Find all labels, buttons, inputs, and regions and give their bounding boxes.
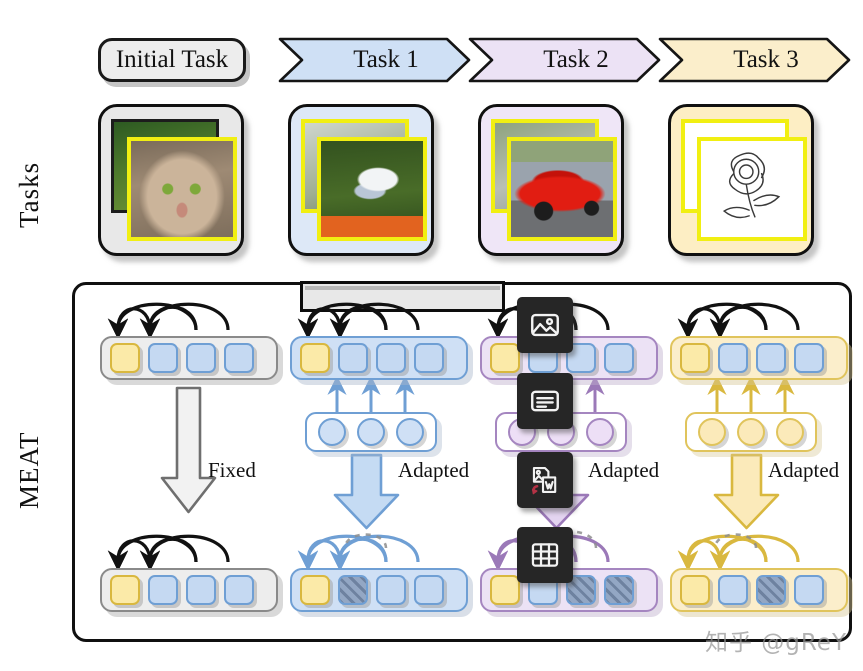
token-blue	[414, 343, 444, 373]
token-blue	[148, 343, 178, 373]
adapter-bar-task1	[305, 412, 437, 452]
token-blue	[566, 343, 596, 373]
token-blue	[718, 343, 748, 373]
token-yellow	[490, 575, 520, 605]
token-yellow	[680, 575, 710, 605]
transformer-bar-top-task1	[290, 336, 468, 380]
text-document-icon-tile[interactable]	[517, 373, 573, 429]
image-to-document-convert-icon	[531, 467, 557, 495]
watermark: 知乎 @gReY	[704, 630, 847, 656]
task-header-task-3[interactable]: Task 3	[660, 38, 850, 82]
red-sports-car-photo	[507, 137, 617, 241]
task-header-label: Task 1	[353, 46, 419, 73]
token-blue	[224, 575, 254, 605]
adapter-circle	[775, 418, 804, 446]
task-card-task-3[interactable]	[668, 104, 814, 256]
token-yellow	[110, 575, 140, 605]
token-blue	[376, 575, 406, 605]
seagull-photo	[317, 137, 427, 241]
row-label-tasks: Tasks	[14, 161, 44, 229]
task-card-task-2[interactable]	[478, 104, 624, 256]
transformer-bar-bottom-task2	[480, 568, 658, 612]
token-yellow	[300, 575, 330, 605]
transformer-bar-bottom-initial	[100, 568, 278, 612]
redacted-label-bar	[300, 281, 505, 312]
transition-label-fixed: Fixed	[208, 458, 256, 482]
task-header-task-2[interactable]: Task 2	[470, 38, 660, 82]
task-header-label: Task 2	[543, 46, 609, 73]
transition-label-task3: Adapted	[768, 458, 840, 482]
token-yellow	[680, 343, 710, 373]
token-blue	[756, 343, 786, 373]
token-blue	[376, 343, 406, 373]
transformer-bar-bottom-task3	[670, 568, 848, 612]
token-blue	[794, 343, 824, 373]
table-grid-icon-tile[interactable]	[517, 527, 573, 583]
token-blue	[148, 575, 178, 605]
token-blue	[186, 575, 216, 605]
adapter-circle	[585, 418, 614, 446]
token-blue	[718, 575, 748, 605]
text-document-icon	[531, 390, 559, 412]
task-header-initial-task[interactable]: Initial Task	[98, 38, 246, 82]
transition-label-task2: Adapted	[588, 458, 660, 482]
token-blue	[604, 343, 634, 373]
adapter-circle	[356, 418, 385, 446]
token-blue	[338, 343, 368, 373]
transformer-bar-top-task3	[670, 336, 848, 380]
adapter-circle	[736, 418, 765, 446]
token-yellow	[110, 343, 140, 373]
token-blue	[186, 343, 216, 373]
task-header-task-1[interactable]: Task 1	[280, 38, 470, 82]
transition-label-task1: Adapted	[398, 458, 470, 482]
task-header-label: Task 3	[733, 46, 799, 73]
token-yellow	[490, 343, 520, 373]
task-card-initial[interactable]	[98, 104, 244, 256]
adapter-bar-task3	[685, 412, 817, 452]
token-hatched	[756, 575, 786, 605]
image-to-document-convert-icon-tile[interactable]	[517, 452, 573, 508]
token-blue	[794, 575, 824, 605]
cat-photo	[127, 137, 237, 241]
table-grid-icon	[531, 543, 559, 567]
image-icon	[531, 313, 559, 337]
token-blue	[414, 575, 444, 605]
task-card-task-1[interactable]	[288, 104, 434, 256]
row-label-meat: MEAT	[14, 431, 44, 509]
token-yellow	[300, 343, 330, 373]
transformer-bar-bottom-task1	[290, 568, 468, 612]
adapter-circle	[395, 418, 424, 446]
rose-line-drawing-sketch	[697, 137, 807, 241]
token-hatched	[338, 575, 368, 605]
image-icon-tile[interactable]	[517, 297, 573, 353]
token-blue	[224, 343, 254, 373]
task-header-label: Initial Task	[115, 46, 229, 73]
adapter-circle	[318, 418, 347, 446]
adapter-circle	[698, 418, 727, 446]
token-hatched	[604, 575, 634, 605]
transformer-bar-top-initial	[100, 336, 278, 380]
